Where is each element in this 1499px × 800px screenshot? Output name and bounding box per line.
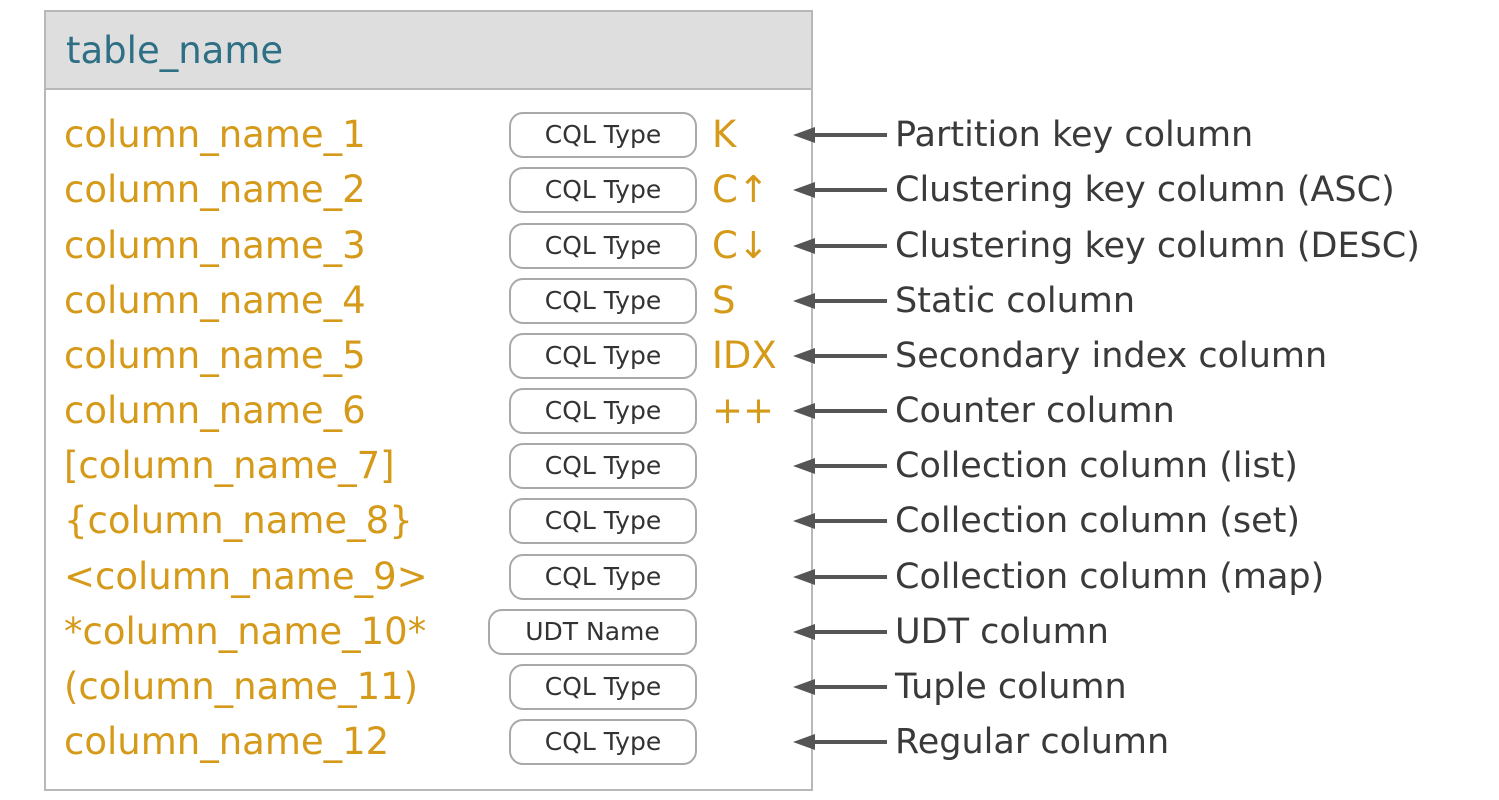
type-pill: UDT Name [488,609,697,655]
type-pill: CQL Type [509,388,697,434]
column-description: UDT column [895,612,1109,652]
column-description: Partition key column [895,115,1254,155]
table-title: table_name [66,29,284,72]
column-marker: S [712,279,736,322]
column-name: column_name_2 [64,168,366,211]
column-name: *column_name_10* [64,610,427,653]
arrow-left-icon [793,238,887,254]
column-name: column_name_4 [64,279,366,322]
column-name: {column_name_8} [64,499,413,542]
column-description: Regular column [895,722,1170,762]
arrow-left-icon [793,624,887,640]
table-row: *column_name_10* UDT Name UDT column [0,607,1499,657]
table-row: <column_name_9> CQL Type Collection colu… [0,552,1499,602]
column-description: Collection column (set) [895,501,1301,541]
arrow-left-icon [793,458,887,474]
table-row: {column_name_8} CQL Type Collection colu… [0,496,1499,546]
table-row: column_name_12 CQL Type Regular column [0,717,1499,767]
type-pill: CQL Type [509,664,697,710]
type-pill: CQL Type [509,554,697,600]
type-pill: CQL Type [509,223,697,269]
column-description: Tuple column [895,667,1127,707]
arrow-left-icon [793,734,887,750]
table-row: column_name_5 CQL Type IDX Secondary ind… [0,331,1499,381]
type-pill: CQL Type [509,719,697,765]
column-name: (column_name_11) [64,665,419,708]
type-pill: CQL Type [509,112,697,158]
table-row: column_name_2 CQL Type C↑ Clustering key… [0,165,1499,215]
type-pill: CQL Type [509,498,697,544]
arrow-left-icon [793,182,887,198]
column-description: Static column [895,281,1136,321]
table-row: column_name_4 CQL Type S Static column [0,276,1499,326]
arrow-left-icon [793,348,887,364]
column-name: column_name_3 [64,224,366,267]
column-name: column_name_1 [64,113,366,156]
column-marker: C↑ [712,168,769,211]
table-row: (column_name_11) CQL Type Tuple column [0,662,1499,712]
type-pill: CQL Type [509,278,697,324]
column-marker: IDX [712,334,777,377]
column-description: Secondary index column [895,336,1328,376]
column-name: column_name_12 [64,720,390,763]
column-name: [column_name_7] [64,444,395,487]
table-row: [column_name_7] CQL Type Collection colu… [0,441,1499,491]
type-pill: CQL Type [509,443,697,489]
column-description: Collection column (map) [895,557,1325,597]
column-marker: C↓ [712,224,769,267]
column-description: Counter column [895,391,1175,431]
table-row: column_name_1 CQL Type K Partition key c… [0,110,1499,160]
arrow-left-icon [793,513,887,529]
type-pill: CQL Type [509,167,697,213]
column-marker: K [712,113,737,156]
table-row: column_name_3 CQL Type C↓ Clustering key… [0,221,1499,271]
table-header: table_name [46,12,811,90]
arrow-left-icon [793,569,887,585]
type-pill: CQL Type [509,333,697,379]
column-description: Clustering key column (DESC) [895,226,1420,266]
arrow-left-icon [793,127,887,143]
table-row: column_name_6 CQL Type ++ Counter column [0,386,1499,436]
arrow-left-icon [793,679,887,695]
column-name: <column_name_9> [64,555,428,598]
column-description: Collection column (list) [895,446,1298,486]
arrow-left-icon [793,403,887,419]
column-description: Clustering key column (ASC) [895,170,1395,210]
column-marker: ++ [712,389,775,432]
arrow-left-icon [793,293,887,309]
column-name: column_name_5 [64,334,366,377]
column-name: column_name_6 [64,389,366,432]
